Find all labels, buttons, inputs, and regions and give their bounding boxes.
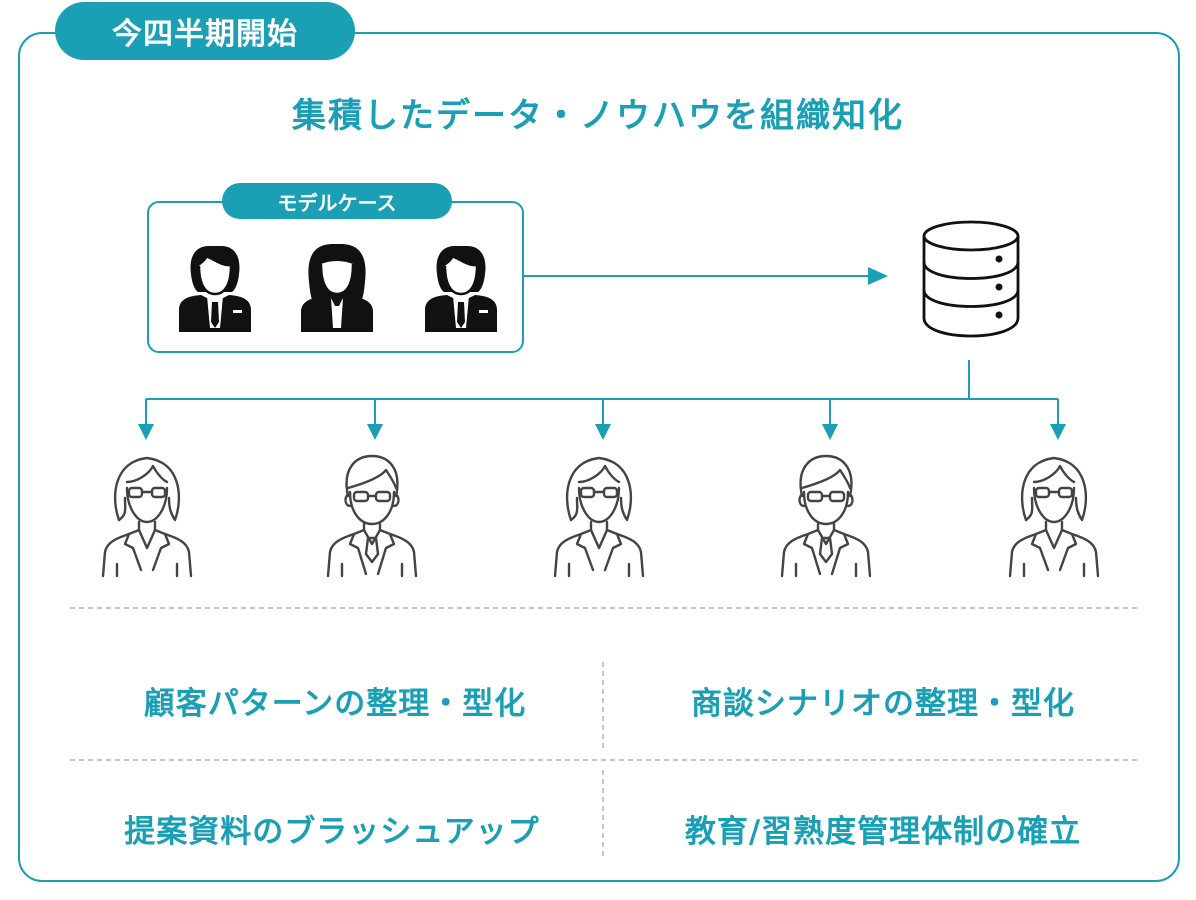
man-glasses-icon bbox=[326, 454, 418, 578]
result-proposal-brushup: 提案資料のブラッシュアップ bbox=[124, 814, 540, 850]
woman-glasses-icon bbox=[101, 456, 193, 578]
man-glasses-icon bbox=[780, 454, 872, 578]
result-customer-patterns: 顧客パターンの整理・型化 bbox=[143, 686, 527, 722]
woman-glasses-icon bbox=[1008, 456, 1100, 578]
businessman-icon bbox=[423, 244, 499, 334]
arrow-to-database bbox=[524, 267, 888, 285]
result-training-system: 教育/習熟度管理体制の確立 bbox=[684, 814, 1082, 850]
dividers bbox=[70, 607, 1138, 856]
businesswoman-icon bbox=[299, 242, 375, 334]
result-sales-scenarios: 商談シナリオの整理・型化 bbox=[691, 686, 1075, 722]
businessman-icon bbox=[177, 244, 253, 334]
period-tag: 今四半期開始 bbox=[55, 2, 355, 60]
headline: 集積したデータ・ノウハウを組織知化 bbox=[292, 96, 904, 136]
distribution-arrows bbox=[138, 360, 1066, 440]
database-icon bbox=[922, 220, 1020, 338]
diagram-frame bbox=[18, 32, 1180, 882]
woman-glasses-icon bbox=[553, 456, 645, 578]
model-case-tag: モデルケース bbox=[222, 183, 452, 219]
